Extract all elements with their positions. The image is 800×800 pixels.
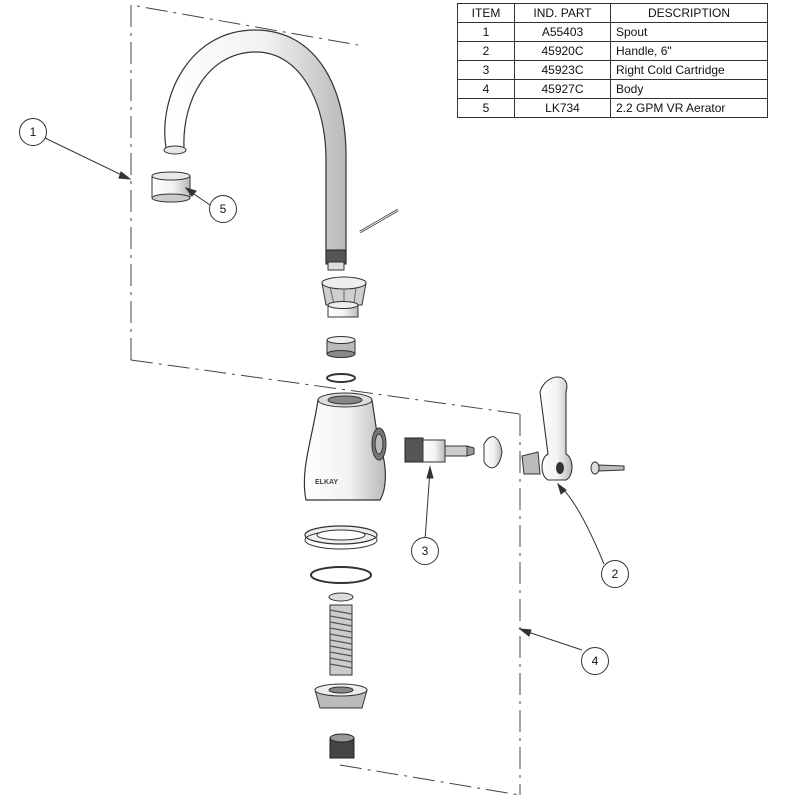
body-group-outline xyxy=(339,414,521,796)
wrist-blade-handle xyxy=(539,376,573,481)
parts-table: ITEM IND. PART DESCRIPTION 1 A55403 Spou… xyxy=(457,3,768,118)
spout-bushing xyxy=(327,301,359,318)
cell-part: 45923C xyxy=(514,60,611,80)
spout-nut xyxy=(321,276,367,306)
spout-group-outline xyxy=(130,4,521,415)
faucet-body: ELKAY xyxy=(303,392,387,501)
hex-lock-nut xyxy=(329,733,355,759)
callout-2: 2 xyxy=(601,560,629,588)
cell-description: 2.2 GPM VR Aerator xyxy=(610,98,768,118)
header-part: IND. PART xyxy=(514,3,611,23)
cell-item: 2 xyxy=(457,41,515,61)
cell-item: 5 xyxy=(457,98,515,118)
shank-washer xyxy=(328,592,354,602)
header-description: DESCRIPTION xyxy=(610,3,768,23)
cell-description: Spout xyxy=(610,22,768,42)
table-row: 5 LK734 2.2 GPM VR Aerator xyxy=(457,98,768,118)
cell-item: 4 xyxy=(457,79,515,99)
o-ring xyxy=(310,566,372,584)
cartridge xyxy=(404,437,475,463)
spout-washer-stack xyxy=(326,336,356,383)
cell-part: LK734 xyxy=(514,98,611,118)
leader-lines xyxy=(44,137,605,651)
callout-1: 1 xyxy=(19,118,47,146)
table-row: 4 45927C Body xyxy=(457,79,768,99)
cell-description: Handle, 6" xyxy=(610,41,768,61)
threaded-shank xyxy=(329,604,353,676)
set-screw-pin xyxy=(359,208,399,234)
cell-description: Right Cold Cartridge xyxy=(610,60,768,80)
cell-part: 45920C xyxy=(514,41,611,61)
mounting-plate xyxy=(314,683,368,709)
handle-escutcheon xyxy=(483,436,503,469)
handle-adapter xyxy=(521,451,541,475)
cell-part: A55403 xyxy=(514,22,611,42)
cell-description: Body xyxy=(610,79,768,99)
callout-4: 4 xyxy=(581,647,609,675)
table-row: 3 45923C Right Cold Cartridge xyxy=(457,60,768,80)
aerator xyxy=(151,171,191,203)
header-item: ITEM xyxy=(457,3,515,23)
cell-item: 1 xyxy=(457,22,515,42)
table-row: 2 45920C Handle, 6" xyxy=(457,41,768,61)
spout xyxy=(163,29,347,271)
callout-5: 5 xyxy=(209,195,237,223)
base-gasket xyxy=(304,525,378,550)
body-brand-mark: ELKAY xyxy=(315,479,338,486)
cell-part: 45927C xyxy=(514,79,611,99)
cell-item: 3 xyxy=(457,60,515,80)
table-row: 1 A55403 Spout xyxy=(457,22,768,42)
parts-table-header: ITEM IND. PART DESCRIPTION xyxy=(457,3,768,23)
handle-screw xyxy=(590,461,625,475)
callout-3: 3 xyxy=(411,537,439,565)
